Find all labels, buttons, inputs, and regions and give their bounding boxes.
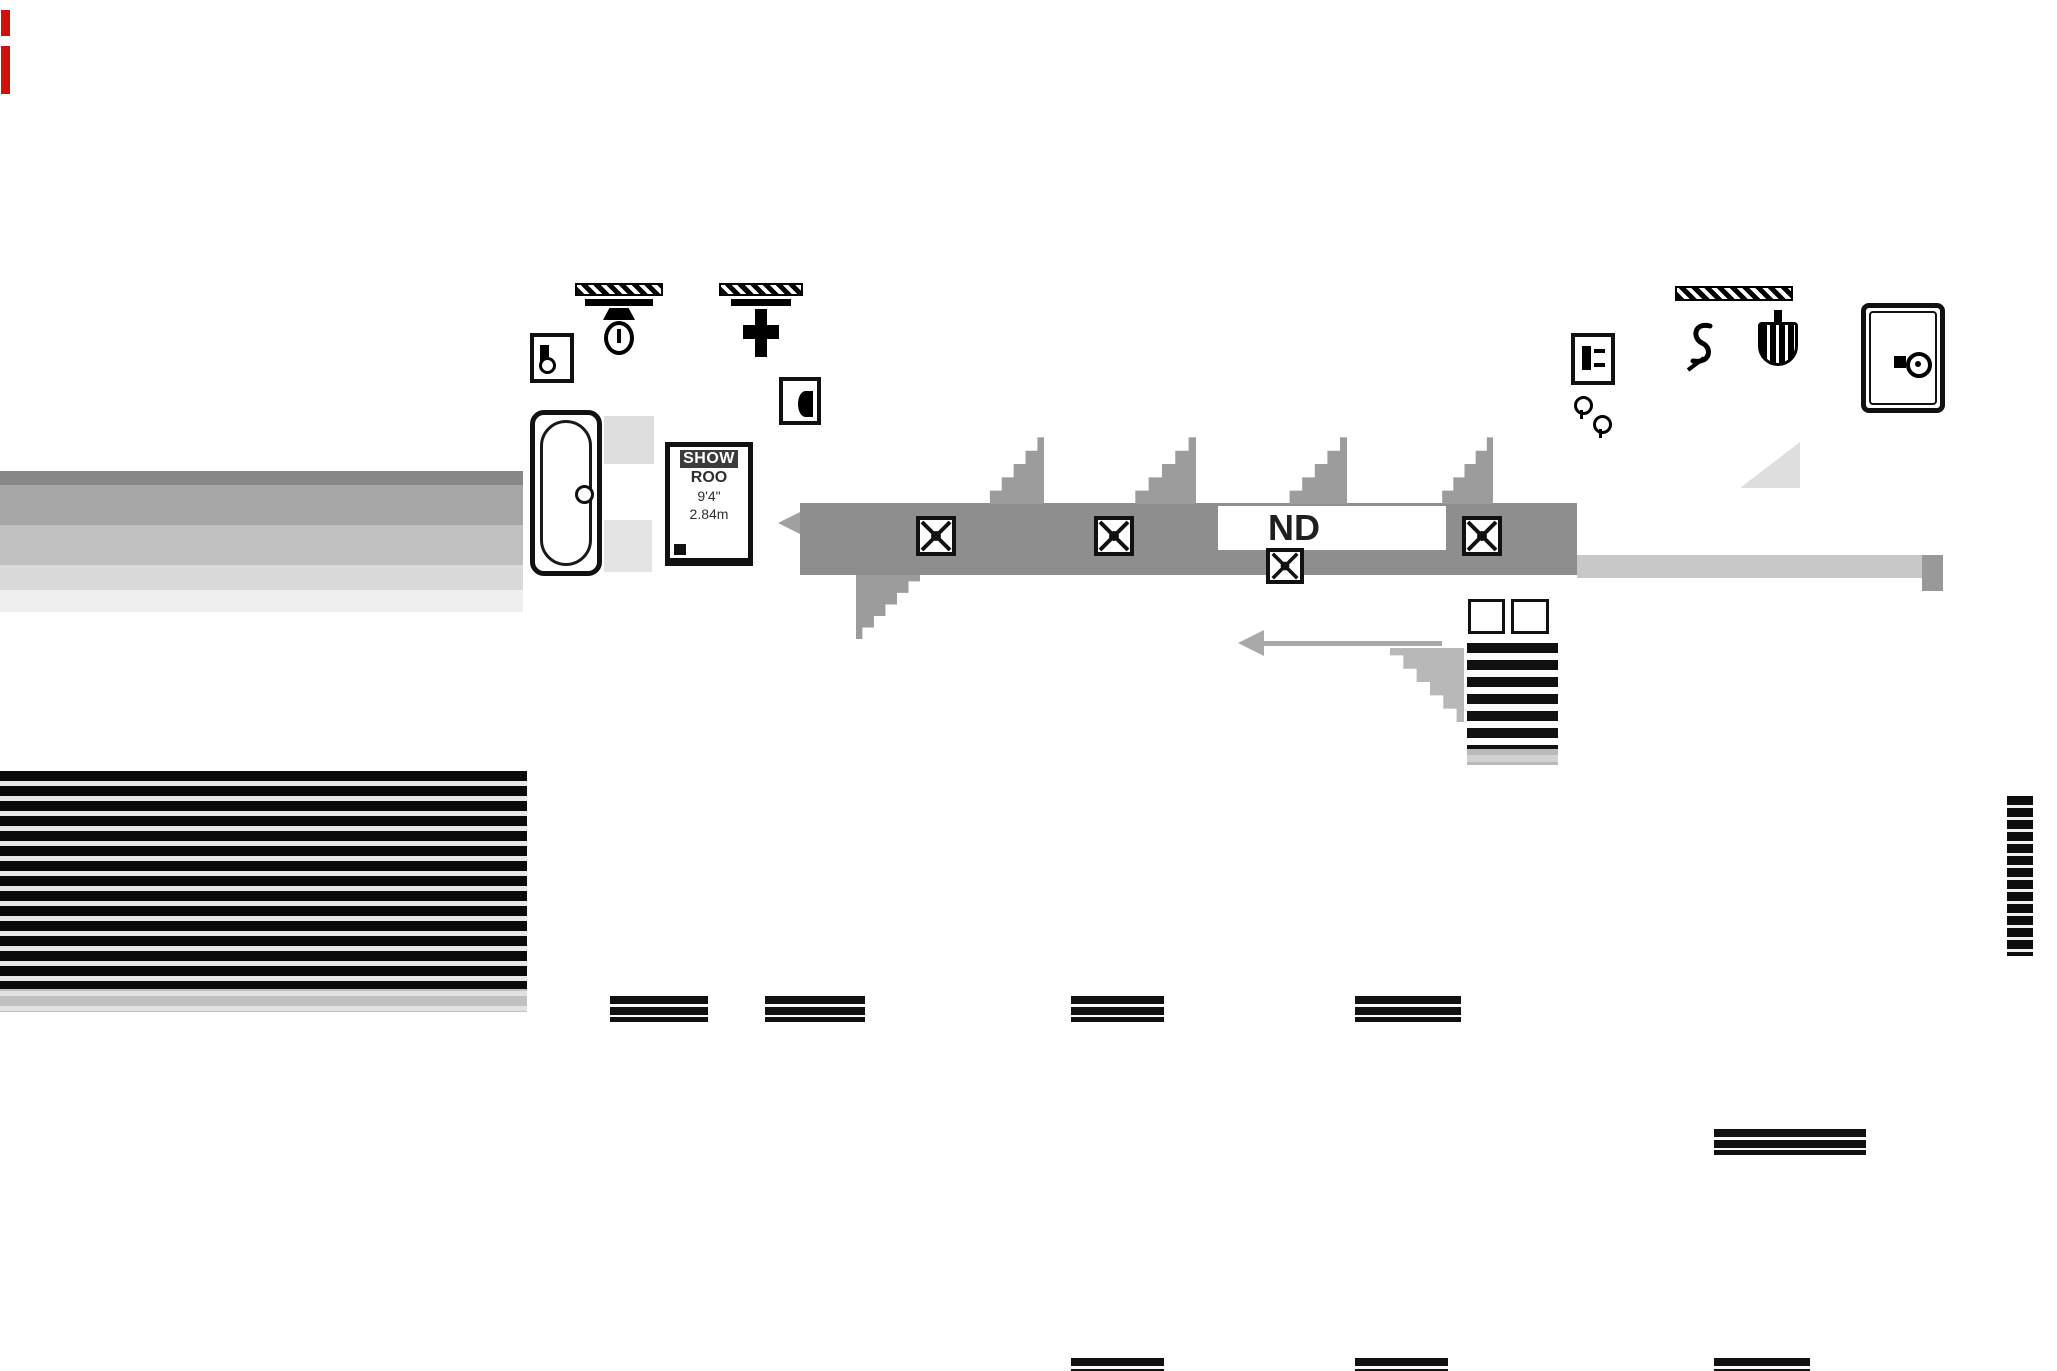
wall-segment	[1355, 996, 1461, 1022]
direction-arrow-line	[1260, 641, 1442, 646]
double-socket-icon	[1571, 393, 1617, 439]
left-tonal-band	[0, 471, 523, 612]
lamp-stem	[617, 329, 621, 343]
socket-bar	[1582, 346, 1591, 370]
red-tick-mark	[1, 10, 10, 36]
step-triangle	[978, 430, 1044, 504]
red-tick-mark	[1, 46, 10, 94]
junction-box-icon	[1462, 516, 1502, 556]
wall-segment	[1714, 1129, 1866, 1155]
cross-light-icon	[719, 283, 803, 363]
wall-segment-partial	[1714, 1358, 1810, 1371]
junction-box-icon	[1094, 516, 1134, 556]
socket-tick	[1594, 349, 1605, 353]
lintel-hatch-bar	[1675, 286, 1793, 301]
bathtub-icon	[530, 410, 602, 576]
basin-patch	[604, 416, 654, 464]
socket-circle	[1574, 396, 1593, 415]
x-cross-icon	[920, 520, 952, 552]
shower-drain-icon	[674, 544, 686, 555]
left-hatched-wall-block	[0, 771, 527, 1012]
light-bracket	[585, 299, 653, 306]
light-mount-bar	[719, 283, 803, 296]
stair-landing-square	[1468, 599, 1505, 634]
landing-label-box: ND	[1218, 506, 1446, 550]
shower-room-label-line1: SHOW	[680, 450, 738, 468]
landing-label: ND	[1268, 507, 1320, 548]
spur-half-disc	[798, 391, 813, 417]
right-wall-bar	[2007, 796, 2033, 956]
wall-segment	[610, 996, 708, 1022]
gray-arc-blob	[1740, 442, 1800, 488]
lamp-shade	[603, 308, 635, 320]
fused-spur-icon	[779, 377, 821, 425]
shower-room-label-line2: ROO	[690, 469, 728, 486]
shower-room-dimension-metric: 2.84m	[689, 506, 729, 522]
cross-horizontal	[743, 325, 779, 339]
junction-box-icon	[916, 516, 956, 556]
wall-segment	[1071, 996, 1164, 1022]
shower-room-dimension-imperial: 9'4"	[697, 488, 721, 504]
socket-circle	[539, 357, 556, 374]
step-triangle	[1431, 430, 1493, 504]
control-panel-icon	[1861, 303, 1945, 413]
wall-segment-partial	[1355, 1358, 1448, 1371]
socket-stem	[1580, 410, 1583, 419]
socket-circle	[1593, 415, 1612, 434]
light-mount-bar	[575, 283, 663, 296]
socket-stem	[1599, 429, 1602, 438]
junction-box-icon	[1266, 548, 1304, 584]
stair-leader-steps	[1390, 648, 1464, 722]
panel-inner-frame	[1869, 311, 1937, 405]
fan-stem	[1774, 310, 1782, 322]
step-triangle	[1277, 430, 1347, 504]
switch-icon	[1680, 318, 1720, 376]
panel-dial-dot	[1915, 361, 1921, 367]
wall-light-icon	[575, 283, 663, 363]
bathtub-faucet-icon	[575, 485, 594, 504]
panel-button	[1894, 356, 1906, 368]
socket-outlet-icon	[530, 333, 574, 383]
extractor-fan-icon	[1758, 310, 1798, 370]
x-cross-icon	[1098, 520, 1130, 552]
light-bracket	[731, 299, 791, 306]
x-cross-icon	[1466, 520, 1498, 552]
basin-patch	[604, 520, 652, 572]
wall-segment	[765, 996, 865, 1022]
corridor-end-step	[1922, 555, 1943, 591]
corridor-right-strip	[1577, 555, 1943, 578]
panel-dial	[1906, 352, 1932, 378]
stair-landing-square	[1511, 599, 1549, 634]
socket-bar	[540, 345, 549, 367]
socket-tick	[1594, 363, 1605, 367]
step-triangle-below	[856, 575, 920, 639]
x-cross-icon	[1271, 552, 1299, 580]
step-triangle	[1122, 430, 1196, 504]
shower-room-box: SHOW ROO 9'4" 2.84m	[665, 442, 753, 566]
staircase-treads-icon	[1467, 643, 1558, 765]
switch-glyph	[1686, 322, 1713, 372]
fan-grille	[1758, 322, 1798, 366]
wall-segment-partial	[1071, 1358, 1164, 1371]
socket-outlet-icon	[1571, 333, 1615, 385]
